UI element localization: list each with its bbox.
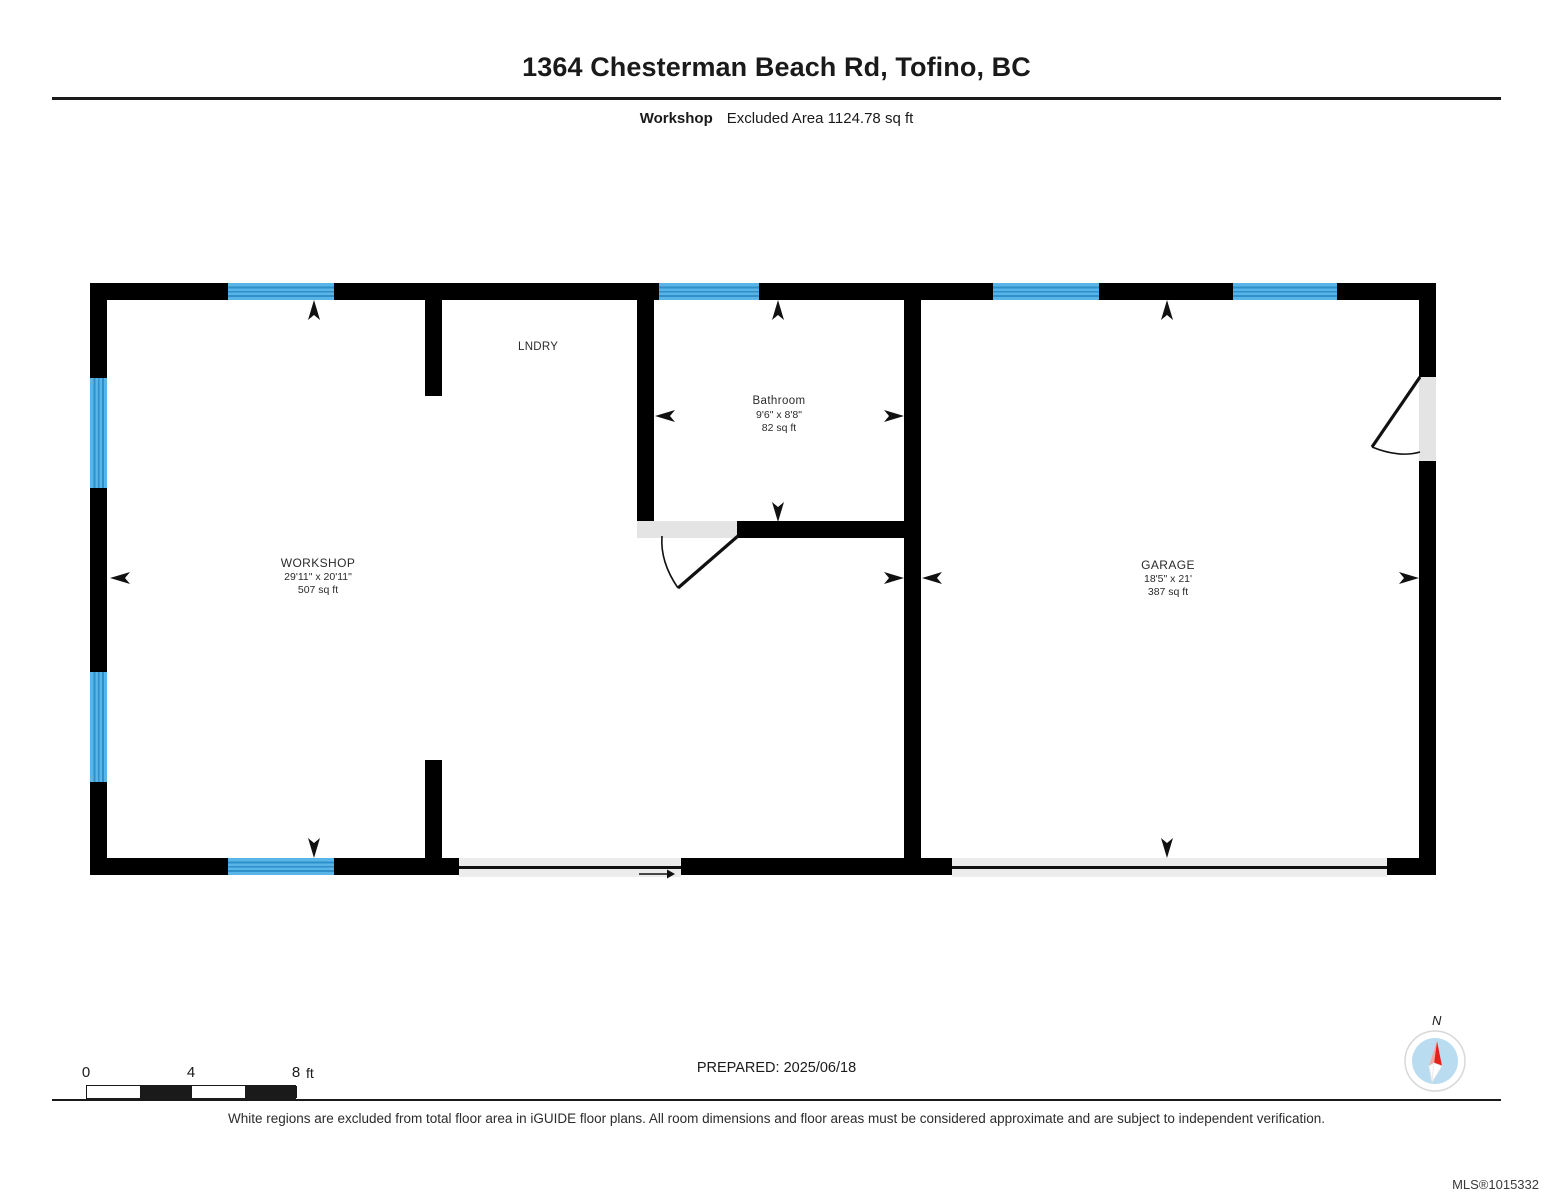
- scale-tick-8: 8: [291, 1064, 301, 1081]
- dimension-marker-top-1: [308, 300, 320, 320]
- scale-tick-4: 4: [186, 1064, 196, 1081]
- garage-door-track-lower: [952, 869, 1387, 877]
- wall-left-3: [90, 782, 107, 875]
- garage-door-line: [952, 866, 1387, 869]
- room-dimensions-bathroom: 9'6" x 8'8": [756, 408, 802, 421]
- dimension-marker-top-3: [1161, 300, 1173, 320]
- dimension-marker-workshop-left: [110, 572, 130, 584]
- scale-seg-2: [244, 1086, 297, 1098]
- level-label: Workshop: [639, 110, 713, 127]
- footer-divider: [52, 1099, 1501, 1101]
- wall-top-1: [90, 283, 228, 300]
- scale-unit-label: ft: [306, 1065, 314, 1081]
- garage-door-track-upper: [952, 858, 1387, 866]
- sliding-door-track-upper: [459, 858, 681, 866]
- mls-number: MLS®1015332: [1452, 1177, 1539, 1192]
- dimension-marker-top-2: [772, 300, 784, 320]
- window-top-2: [659, 283, 759, 300]
- room-dimensions-workshop: 29'11" x 20'11": [284, 570, 352, 583]
- wall-bathroom-right: [904, 300, 921, 538]
- wall-top-4: [1099, 283, 1233, 300]
- window-top-3: [993, 283, 1099, 300]
- wall-bathroom-left: [637, 300, 654, 538]
- prepared-date: PREPARED: 2025/06/18: [696, 1060, 857, 1076]
- wall-top-3: [759, 283, 993, 300]
- window-top-4: [1233, 283, 1337, 300]
- wall-top-5: [1337, 283, 1436, 300]
- dimension-marker-bottom-2: [1161, 838, 1173, 858]
- wall-bottom-4: [1387, 858, 1436, 875]
- scale-bar: 0 4 8: [82, 1064, 300, 1099]
- room-name-bathroom: Bathroom: [752, 395, 806, 407]
- wall-garage-divider: [904, 521, 921, 875]
- room-label-bathroom: Bathroom 9'6" x 8'8" 82 sq ft: [679, 395, 879, 436]
- wall-bottom-1: [90, 858, 228, 875]
- room-label-workshop: WORKSHOP 29'11" x 20'11" 507 sq ft: [218, 556, 418, 598]
- door-opening-garage-side: [1419, 377, 1436, 461]
- door-swing-garage-side: [1370, 376, 1422, 455]
- dimension-marker-workshop-right: [884, 572, 904, 584]
- wall-left-2: [90, 488, 107, 672]
- dimension-marker-bottom-1: [308, 838, 320, 858]
- title-divider: [52, 97, 1501, 100]
- excluded-area-label: Excluded Area 1124.78 sq ft: [726, 110, 914, 127]
- sliding-door-direction-arrow: [639, 869, 675, 879]
- sliding-door-track-lower: [459, 869, 681, 877]
- window-left-2: [90, 672, 107, 782]
- room-area-garage: 387 sq ft: [1147, 586, 1189, 598]
- dimension-marker-bathroom-bottom: [772, 502, 784, 522]
- room-area-workshop: 507 sq ft: [297, 584, 339, 596]
- door-opening-bathroom: [637, 521, 737, 538]
- wall-bottom-3: [681, 858, 952, 875]
- door-swing-bathroom: [661, 534, 740, 590]
- compass-north-label: N: [1432, 1013, 1442, 1028]
- scale-seg-1: [139, 1086, 192, 1098]
- wall-top-2: [334, 283, 659, 300]
- wall-left-1: [90, 283, 107, 378]
- wall-right-1: [1419, 283, 1436, 377]
- wall-bottom-2: [334, 858, 459, 875]
- compass-rose-icon: [1404, 1030, 1466, 1092]
- scale-bar-graphic: [86, 1085, 297, 1099]
- wall-bathroom-bottom: [737, 521, 904, 538]
- sliding-door-line: [459, 866, 681, 869]
- room-area-bathroom: 82 sq ft: [761, 422, 797, 434]
- room-label-laundry: LNDRY: [518, 341, 559, 353]
- wall-interior-laundry-stub: [425, 300, 442, 396]
- room-dimensions-garage: 18'5" x 21': [1143, 572, 1193, 585]
- page-title: 1364 Chesterman Beach Rd, Tofino, BC: [522, 52, 1031, 82]
- room-label-garage: GARAGE 18'5" x 21' 387 sq ft: [1068, 558, 1268, 600]
- level-subtitle: Workshop Excluded Area 1124.78 sq ft: [0, 110, 1553, 127]
- room-name-garage: GARAGE: [1141, 558, 1195, 572]
- dimension-marker-garage-right: [1399, 572, 1419, 584]
- dimension-marker-bathroom-left: [655, 410, 675, 422]
- scale-tick-0: 0: [81, 1064, 91, 1081]
- wall-interior-workshop-stub: [425, 760, 442, 858]
- dimension-marker-garage-left: [922, 572, 942, 584]
- room-name-workshop: WORKSHOP: [280, 556, 356, 570]
- scale-tick-labels: 0 4 8: [82, 1064, 300, 1082]
- dimension-marker-bathroom-right: [884, 410, 904, 422]
- window-bottom-1: [228, 858, 334, 875]
- wall-right-2: [1419, 461, 1436, 875]
- disclaimer-text: White regions are excluded from total fl…: [227, 1111, 1326, 1126]
- window-left-1: [90, 378, 107, 488]
- window-top-1: [228, 283, 334, 300]
